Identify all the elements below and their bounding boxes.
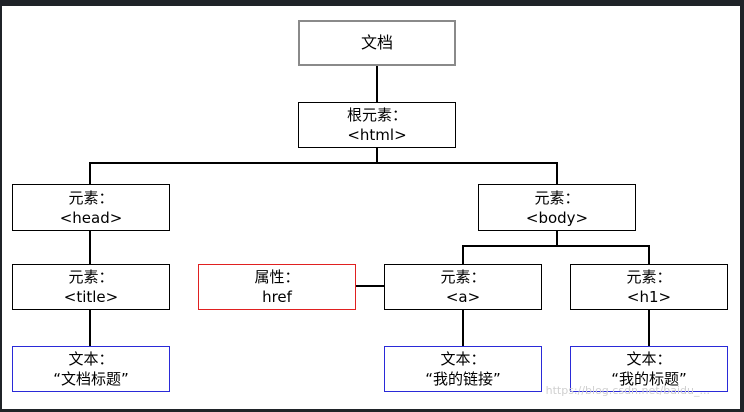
attribute-label: 属性： [254,268,300,286]
a-text-node: 文本： “我的链接” [384,346,542,392]
html-root-node: 根元素： <html> [298,102,456,148]
title-label: 元素： [68,268,114,286]
h1-text-label: 文本： [626,350,672,368]
a-tag: <a> [445,288,481,306]
connector-document-root [376,66,378,102]
h1-tag: <h1> [626,288,672,306]
connector-body-down [556,231,558,247]
body-label: 元素： [534,188,580,207]
href-attribute-node: 属性： href [198,264,356,310]
a-label: 元素： [440,268,486,286]
connector-to-head [89,162,91,184]
connector-root-down [376,148,378,164]
body-node: 元素： <body> [478,184,636,231]
document-label: 文档 [360,33,393,52]
title-node: 元素： <title> [12,264,170,310]
right-frame-bar [740,0,744,412]
title-tag: <title> [63,288,119,306]
a-node: 元素： <a> [384,264,542,310]
connector-to-h1 [648,245,650,264]
a-text-value: “我的链接” [425,370,501,388]
bottom-frame-bar [0,409,744,412]
h1-text-value: “我的标题” [611,370,687,388]
body-tag: <body> [525,208,589,227]
connector-attr-a [356,285,384,287]
connector-head-title [89,231,91,264]
watermark-text: https://blog.csdn.net/baidu_... [545,384,710,397]
html-root-tag: <html> [347,126,407,144]
connector-h1-text [648,310,650,346]
h1-text-node: 文本： “我的标题” [570,346,728,392]
connector-a-text [462,310,464,346]
top-frame-bar [0,0,744,6]
html-root-label: 根元素： [346,106,407,124]
head-label: 元素： [68,188,114,207]
connector-to-body [556,162,558,184]
h1-node: 元素： <h1> [570,264,728,310]
connector-title-text [89,310,91,346]
h1-label: 元素： [626,268,672,286]
attribute-name: href [262,288,292,306]
title-text-node: 文本： “文档标题” [12,346,170,392]
head-tag: <head> [59,208,123,227]
document-node: 文档 [298,20,456,66]
head-node: 元素： <head> [12,184,170,231]
title-text-label: 文本： [68,350,114,368]
connector-root-bar [89,162,558,164]
connector-to-a [462,245,464,264]
left-frame-bar [0,0,2,412]
connector-body-bar [462,245,650,247]
title-text-value: “文档标题” [53,370,129,388]
a-text-label: 文本： [440,350,486,368]
